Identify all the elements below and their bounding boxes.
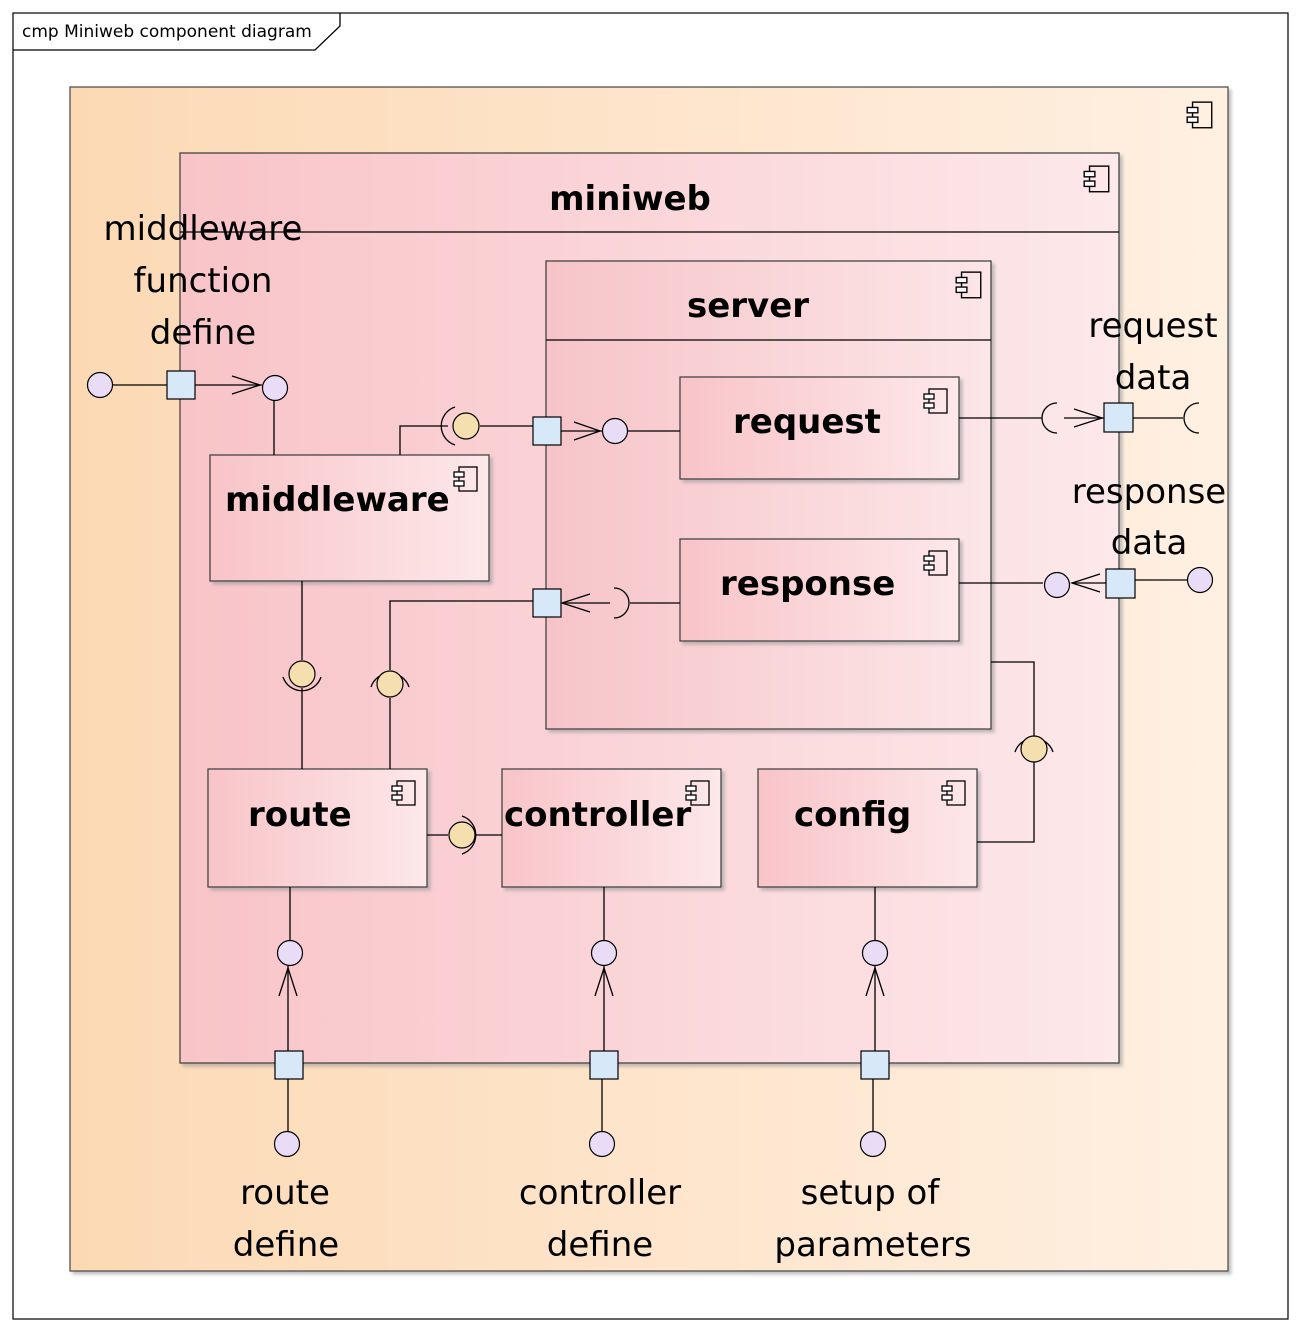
response-data-interface[interactable] (1186, 566, 1214, 594)
config-component[interactable]: config (757, 768, 978, 888)
response-data-label-2: data (1111, 523, 1188, 563)
ports (166, 370, 1136, 1080)
controller-define-interface[interactable] (588, 1130, 616, 1158)
required-interfaces (288, 412, 1048, 849)
middleware-route-socket[interactable] (288, 660, 316, 688)
setup-port[interactable] (860, 1050, 890, 1080)
response-data-label-1: response (1072, 472, 1226, 512)
server-title: server (687, 286, 809, 326)
response-title: response (720, 564, 895, 604)
miniweb-title: miniweb (549, 179, 711, 219)
response-component[interactable]: response (679, 538, 960, 642)
middleware-component[interactable]: middleware (209, 454, 490, 582)
request-component[interactable]: request (679, 376, 960, 480)
controller-component[interactable]: controller (501, 768, 722, 888)
server-component[interactable]: server (545, 260, 992, 730)
request-input-interface[interactable] (601, 417, 629, 445)
response-data-port[interactable] (1105, 568, 1136, 599)
route-component[interactable]: route (207, 768, 428, 888)
controller-define-port[interactable] (589, 1050, 619, 1080)
middleware-input-interface[interactable] (261, 374, 289, 402)
route-define-port[interactable] (274, 1050, 304, 1080)
server-route-socket[interactable] (376, 670, 404, 698)
server-config-socket[interactable] (1020, 735, 1048, 763)
controller-title: controller (504, 795, 691, 835)
setup-of-parameters-label-1: setup of (801, 1173, 941, 1213)
response-output-interface[interactable] (1043, 571, 1071, 599)
server-request-port[interactable] (532, 416, 562, 446)
middleware-function-define-label-2: function (134, 261, 273, 301)
frame-title: cmp Miniweb component diagram (22, 22, 312, 42)
controller-define-label-2: define (547, 1225, 653, 1265)
request-data-label-1: request (1088, 306, 1217, 346)
middleware-function-define-label-1: middleware (104, 209, 303, 249)
route-define-interface[interactable] (273, 1130, 301, 1158)
controller-define-label-1: controller (519, 1173, 681, 1213)
route-define-label-1: route (240, 1173, 330, 1213)
setup-of-parameters-interface[interactable] (859, 1130, 887, 1158)
route-define-label-2: define (233, 1225, 339, 1265)
request-title: request (733, 402, 881, 442)
config-title: config (794, 795, 911, 835)
middleware-server-socket[interactable] (452, 412, 480, 440)
route-controller-socket[interactable] (448, 821, 476, 849)
config-input-interface[interactable] (861, 939, 889, 967)
middleware-function-define-interface[interactable] (86, 371, 114, 399)
request-data-port[interactable] (1103, 402, 1134, 433)
server-response-port[interactable] (532, 588, 562, 618)
controller-input-interface[interactable] (590, 939, 618, 967)
route-input-interface[interactable] (276, 939, 304, 967)
interface-labels: middleware function define request data … (104, 209, 1227, 1265)
middleware-title: middleware (225, 480, 450, 520)
middleware-define-port[interactable] (166, 370, 196, 400)
request-data-label-2: data (1115, 358, 1192, 398)
middleware-function-define-label-3: define (150, 313, 256, 353)
provided-interfaces (86, 371, 1214, 1158)
connectors (113, 375, 1200, 1132)
setup-of-parameters-label-2: parameters (774, 1225, 971, 1265)
route-title: route (248, 795, 352, 835)
